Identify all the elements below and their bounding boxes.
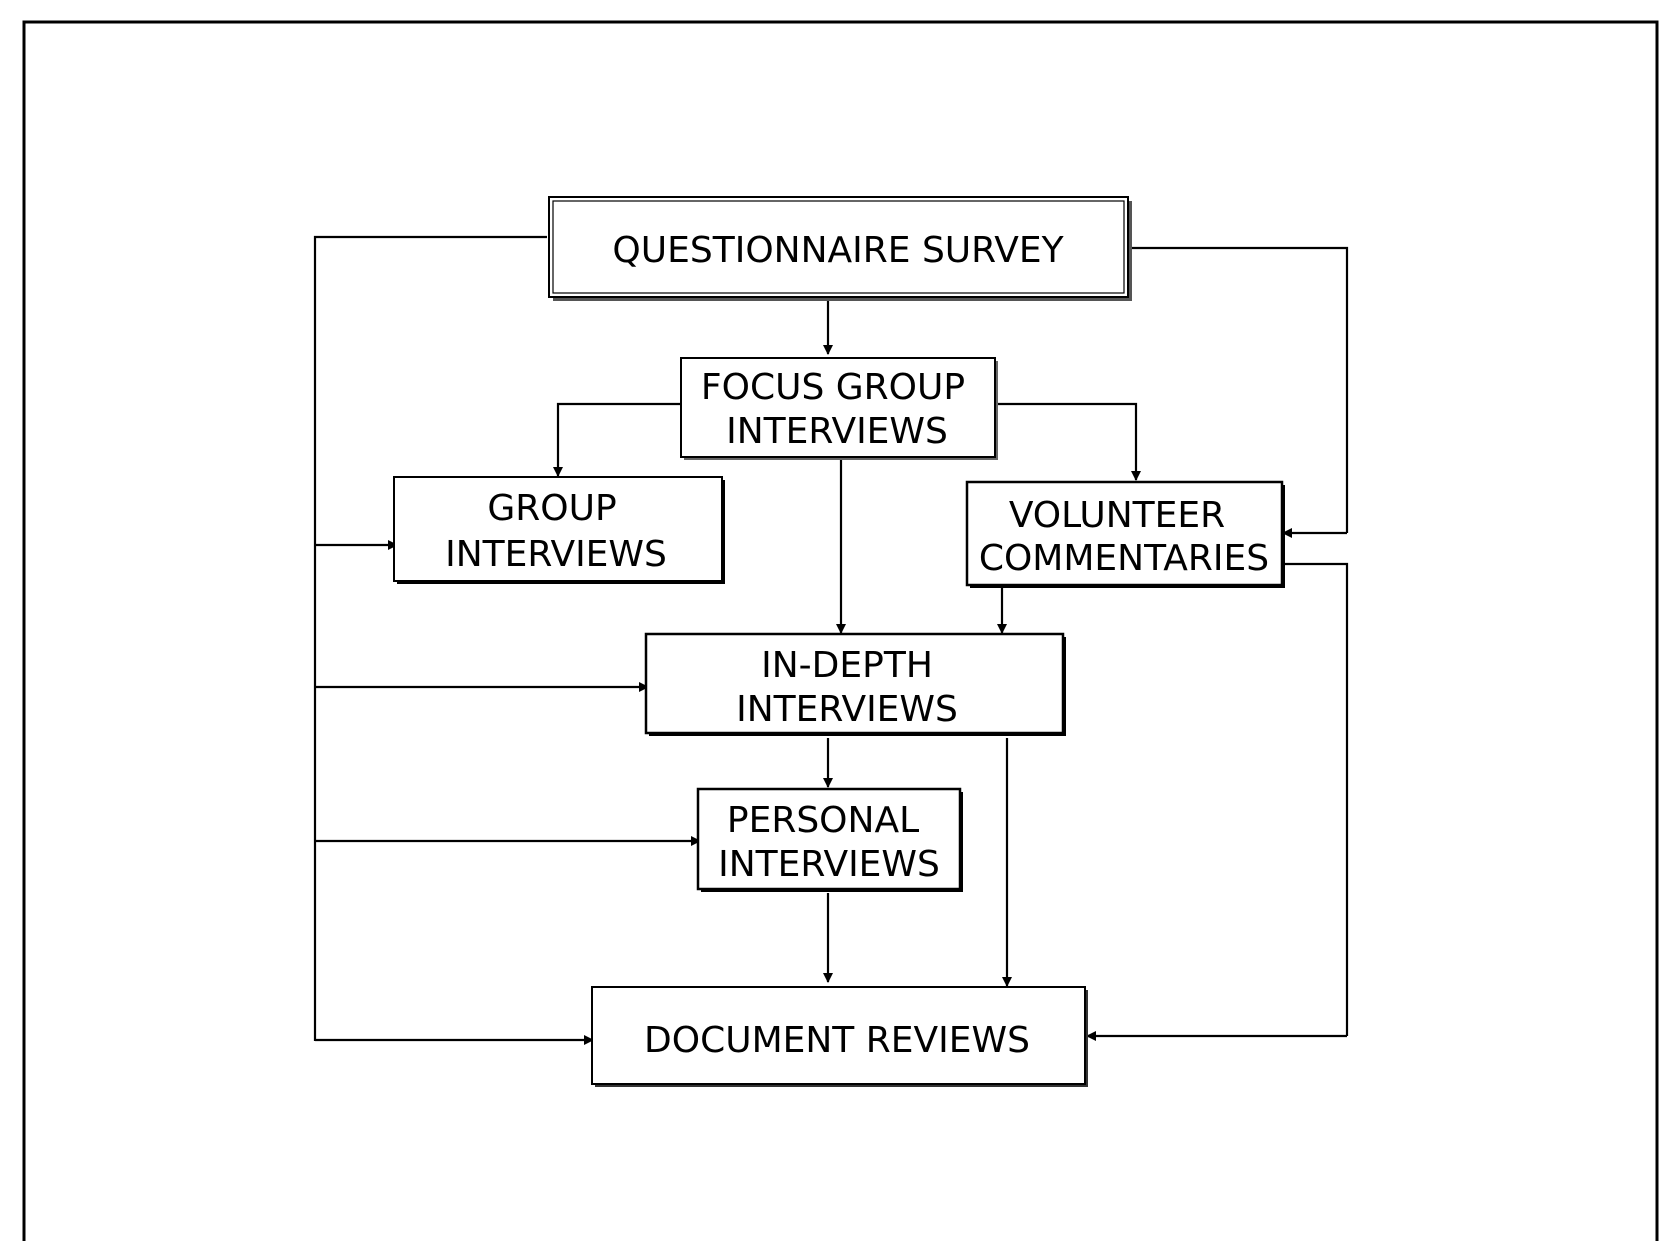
arrow-focus-group bbox=[553, 402, 681, 477]
svg-text:FOCUS GROUP: FOCUS GROUP bbox=[701, 367, 965, 408]
svg-text:COMMENTARIES: COMMENTARIES bbox=[979, 538, 1269, 579]
svg-text:DOCUMENT REVIEWS: DOCUMENT REVIEWS bbox=[644, 1020, 1030, 1061]
node-label: QUESTIONNAIRE SURVEY bbox=[612, 230, 1064, 271]
svg-text:PERSONAL: PERSONAL bbox=[727, 800, 919, 841]
svg-text:IN-DEPTH: IN-DEPTH bbox=[761, 645, 933, 686]
right-bus-bottom bbox=[1283, 562, 1349, 1036]
svg-text:INTERVIEWS: INTERVIEWS bbox=[726, 411, 948, 452]
svg-text:VOLUNTEER: VOLUNTEER bbox=[1009, 495, 1225, 536]
node-volunteer-commentaries: VOLUNTEER COMMENTARIES bbox=[965, 480, 1285, 588]
page-frame bbox=[22, 20, 1659, 1241]
svg-text:INTERVIEWS: INTERVIEWS bbox=[445, 534, 667, 575]
node-in-depth-interviews: IN-DEPTH INTERVIEWS bbox=[644, 632, 1066, 736]
node-focus-group-interviews: FOCUS GROUP INTERVIEWS bbox=[680, 357, 998, 460]
svg-text:GROUP: GROUP bbox=[487, 488, 616, 529]
arrow-focus-volunteer bbox=[995, 402, 1141, 481]
node-personal-interviews: PERSONAL INTERVIEWS bbox=[696, 787, 963, 892]
svg-text:INTERVIEWS: INTERVIEWS bbox=[736, 689, 958, 730]
left-bus bbox=[313, 235, 547, 1041]
svg-text:INTERVIEWS: INTERVIEWS bbox=[718, 844, 940, 885]
right-bus-top bbox=[1130, 246, 1349, 533]
node-document-reviews: DOCUMENT REVIEWS bbox=[591, 986, 1088, 1087]
connectors bbox=[313, 235, 1349, 1045]
node-group-interviews: GROUP INTERVIEWS bbox=[393, 476, 725, 584]
node-questionnaire-survey: QUESTIONNAIRE SURVEY bbox=[548, 196, 1132, 301]
